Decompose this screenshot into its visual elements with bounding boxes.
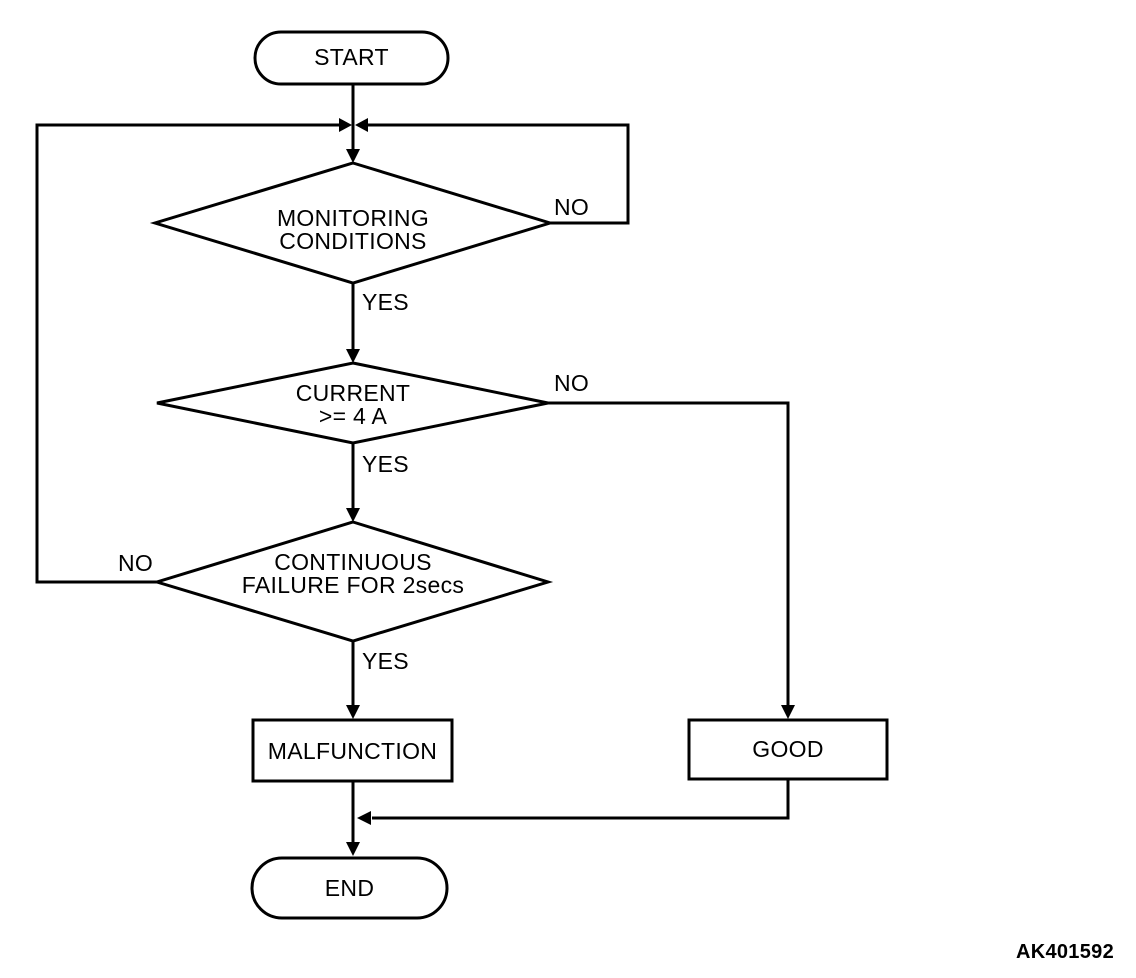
current-label-line1: CURRENT xyxy=(295,380,411,406)
arrowhead-into-end xyxy=(346,842,360,856)
continuous-label-line2: FAILURE FOR 2secs xyxy=(241,572,465,598)
arrowhead-good-join xyxy=(357,811,371,825)
edge-label-current-no: NO xyxy=(554,370,590,396)
edge-continuous-no-loop xyxy=(35,123,339,584)
current-decision-shape xyxy=(156,361,549,445)
edge-label-continuous-no: NO xyxy=(118,550,154,576)
malfunction-label: MALFUNCTION xyxy=(267,738,438,764)
edge-monitoring-no-loop xyxy=(368,123,630,225)
current-label-line2: >= 4 A xyxy=(318,403,388,429)
edge-label-monitoring-no: NO xyxy=(554,194,590,220)
monitoring-label-line2: CONDITIONS xyxy=(279,228,427,254)
monitoring-decision-shape xyxy=(149,161,556,285)
arrowhead-junction-left xyxy=(339,118,352,132)
figure-code: AK401592 xyxy=(1015,941,1114,963)
arrowhead-into-monitoring xyxy=(346,149,360,163)
current-label: CURRENT >= 4 A xyxy=(253,382,453,428)
monitoring-label: MONITORING CONDITIONS xyxy=(203,207,503,253)
start-label: START xyxy=(314,44,389,70)
continuous-label: CONTINUOUS FAILURE FOR 2secs xyxy=(203,551,503,597)
continuous-label-line1: CONTINUOUS xyxy=(274,549,432,575)
good-label: GOOD xyxy=(752,736,824,762)
arrowhead-into-current xyxy=(346,349,360,363)
arrowhead-into-continuous xyxy=(346,508,360,522)
edge-current-no xyxy=(548,401,790,707)
arrowhead-into-malfunction xyxy=(346,705,360,719)
edge-label-monitoring-yes: YES xyxy=(362,289,409,315)
arrowhead-junction-right xyxy=(355,118,368,132)
malfunction-node-shape xyxy=(251,718,454,783)
edge-label-continuous-yes: YES xyxy=(362,648,409,674)
monitoring-label-line1: MONITORING xyxy=(276,205,430,231)
start-node-shape xyxy=(253,30,450,86)
edge-label-current-yes: YES xyxy=(362,451,409,477)
arrowhead-into-good xyxy=(781,705,795,719)
good-node-shape xyxy=(687,718,889,781)
end-node-shape xyxy=(250,856,449,920)
end-label: END xyxy=(324,875,375,901)
edge-good-to-end xyxy=(372,779,790,820)
continuous-decision-shape xyxy=(151,520,554,643)
